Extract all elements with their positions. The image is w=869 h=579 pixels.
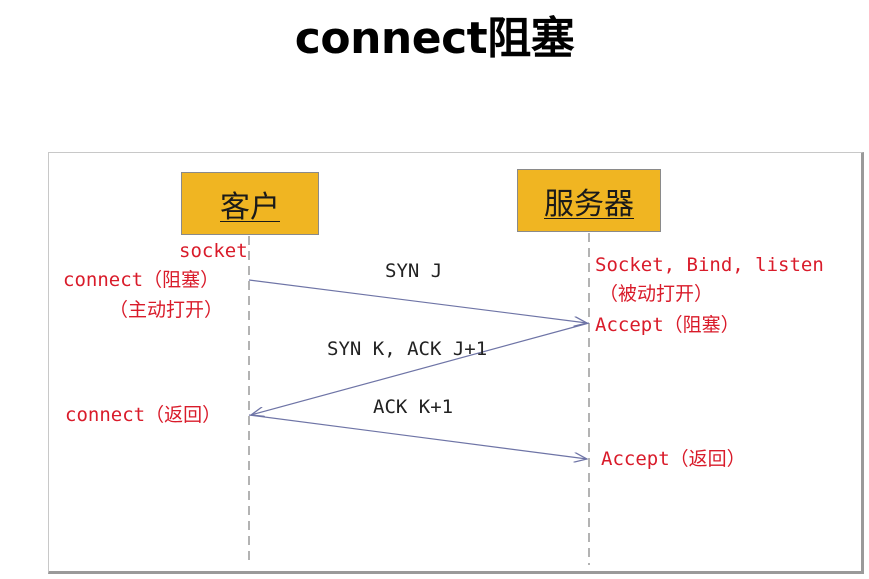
ack-message-label: ACK K+1 (373, 396, 454, 418)
client-connect-return-label: connect（返回） (65, 404, 222, 426)
page-title: connect阻塞 (294, 13, 575, 64)
ack-arrow (248, 414, 587, 459)
sequence-diagram: 客户 服务器 socket connect（阻塞） （主动打开） connect… (48, 152, 864, 574)
server-accept-return-label: Accept（返回） (601, 448, 746, 470)
syn-arrow (248, 279, 587, 323)
client-actor-label: 客户 (220, 189, 280, 225)
server-actor-box: 服务器 (517, 169, 661, 232)
client-actor-box: 客户 (181, 172, 319, 235)
server-actor-label: 服务器 (544, 186, 634, 222)
client-active-open-label: （主动打开） (109, 299, 224, 321)
client-socket-label: socket (179, 240, 248, 262)
server-socket-bind-listen-label: Socket, Bind, listen (595, 254, 824, 276)
client-connect-block-label: connect（阻塞） (63, 269, 220, 291)
diagram-lines (248, 233, 590, 565)
syn-ack-message-label: SYN K, ACK J+1 (327, 338, 488, 360)
syn-message-label: SYN J (385, 260, 443, 282)
syn-ack-arrow (251, 322, 590, 415)
server-passive-open-label: （被动打开） (599, 283, 714, 305)
server-accept-block-label: Accept（阻塞） (595, 314, 740, 336)
